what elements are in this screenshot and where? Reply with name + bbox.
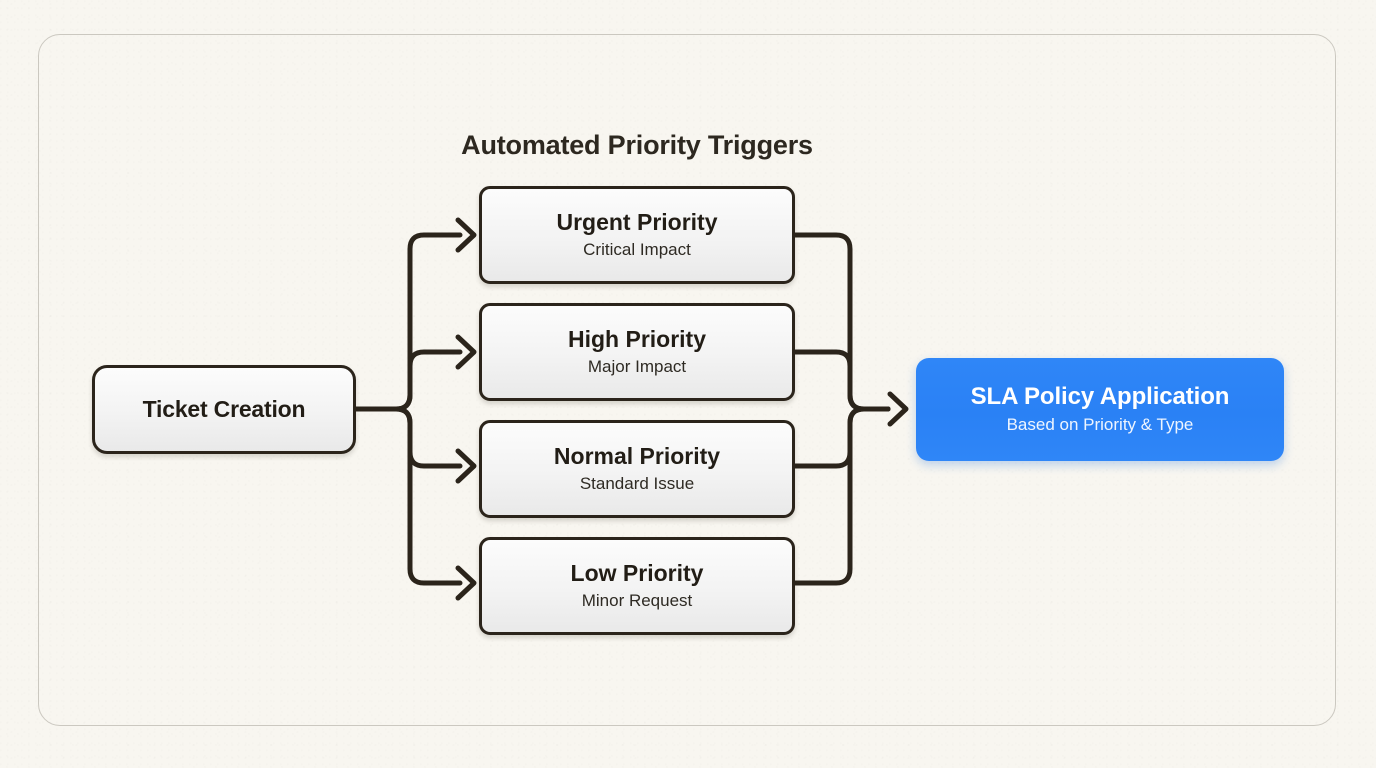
node-title: Ticket Creation: [142, 395, 306, 422]
page-title: Automated Priority Triggers: [461, 130, 813, 160]
node-title: SLA Policy Application: [970, 382, 1230, 410]
node-subtitle: Minor Request: [581, 591, 693, 611]
node-low-priority[interactable]: Low Priority Minor Request: [479, 537, 795, 635]
node-subtitle: Based on Priority & Type: [1006, 415, 1194, 435]
node-high-priority[interactable]: High Priority Major Impact: [479, 303, 795, 401]
node-subtitle: Major Impact: [587, 357, 687, 377]
node-title: High Priority: [567, 326, 706, 352]
node-title: Urgent Priority: [556, 209, 718, 235]
node-urgent-priority[interactable]: Urgent Priority Critical Impact: [479, 186, 795, 284]
node-subtitle: Standard Issue: [579, 474, 695, 494]
node-sla-policy-application[interactable]: SLA Policy Application Based on Priority…: [916, 358, 1284, 461]
node-ticket-creation[interactable]: Ticket Creation: [92, 365, 356, 454]
node-title: Normal Priority: [553, 443, 721, 469]
node-subtitle: Critical Impact: [583, 240, 691, 260]
node-normal-priority[interactable]: Normal Priority Standard Issue: [479, 420, 795, 518]
node-title: Low Priority: [570, 560, 704, 586]
diagram-card: [38, 34, 1336, 726]
